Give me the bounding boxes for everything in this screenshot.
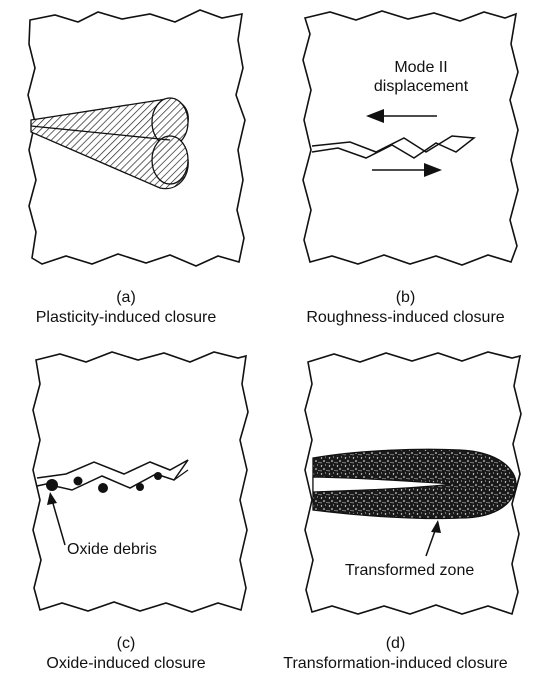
mode-ii-label: Mode II displacement [356,58,486,96]
oxide-crack [37,460,188,490]
panel-b-title: Roughness-induced closure [272,308,539,328]
plastic-wake-hatched [31,98,188,189]
panel-b-frame [303,11,518,265]
panel-b-caption: (b) Roughness-induced closure [272,288,539,328]
oxide-debris-pointer [47,492,65,545]
panel-d-caption: (d) Transformation-induced closure [252,634,539,674]
rough-crack [312,136,474,158]
panel-a-title: Plasticity-induced closure [0,308,252,328]
transformed-zone [313,449,516,518]
transformed-zone-label: Transformed zone [345,561,474,580]
panel-c-caption: (c) Oxide-induced closure [0,634,252,674]
panel-c-letter: (c) [0,634,252,654]
panel-d-title: Transformation-induced closure [252,654,539,674]
oxide-debris-particles [46,472,162,493]
oxide-debris-label: Oxide debris [67,540,157,559]
mode-ii-label-line2: displacement [356,77,486,96]
panel-b-letter: (b) [272,288,539,308]
panel-d-letter: (d) [252,634,539,654]
shear-arrows [366,109,442,177]
panel-a-letter: (a) [0,288,252,308]
panel-c-title: Oxide-induced closure [0,654,252,674]
transformed-zone-pointer [426,520,441,556]
panel-a-caption: (a) Plasticity-induced closure [0,288,252,328]
mode-ii-label-line1: Mode II [356,58,486,77]
